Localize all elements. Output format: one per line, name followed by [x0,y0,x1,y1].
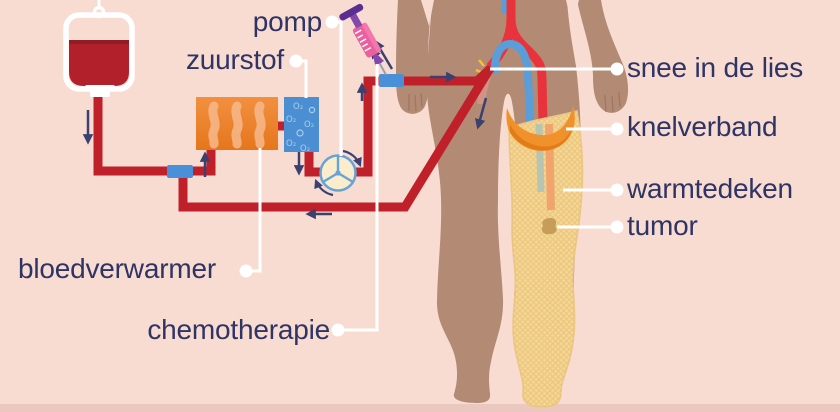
finger-lines [408,91,621,113]
pump-rotation-arrow-top [342,149,362,168]
tourniquet-shadow [510,124,572,151]
armpit-gap-right [566,0,579,26]
right-arm [577,0,629,113]
tourniquet [506,106,575,151]
label-blood-warmer: bloedverwarmer [18,253,216,284]
syringe-barrel-highlight [362,22,382,53]
pump-leader-dot [325,15,339,29]
blood-bag-icon [63,0,135,97]
bag-blood-fill [69,40,129,86]
label-pump: pomp [252,6,322,37]
o2-symbol: O₂ [300,144,310,154]
leg-vein-under-blanket [535,123,545,193]
warming-blanket-leader-dot [610,183,624,197]
heat-wave-icon [208,101,266,149]
armpit-gap-left [421,0,434,26]
tourniquet-shape [506,106,575,151]
blood-vessels [475,0,548,125]
warming-blanket [508,110,584,408]
chemotherapy-leader-dot [331,323,345,337]
oxygenator-box: O₂ O₂ O₂ O₂ O₂ [284,97,319,154]
chemotherapy-leader-line [338,64,379,332]
pump-hub [335,170,341,176]
tourniquet-leader-dot [610,122,624,136]
label-tourniquet: knelverband [627,111,778,142]
artery-branch-right [506,18,548,125]
label-oxygen: zuurstof [186,44,284,75]
syringe-scale-marks [354,29,372,52]
perfusion-circuit [93,64,495,212]
syringe-plunger-shaft [348,11,363,29]
bag-port-flange [85,85,115,91]
vein-arch [490,39,534,125]
leader-lines [239,15,624,337]
label-chemotherapy: chemotherapie [147,314,330,345]
syringe-needle [378,62,387,76]
tube-connector-left [167,165,193,178]
o2-bubble [296,129,304,137]
tube-return-from-groin [178,67,493,212]
bag-port-neck [90,91,110,97]
tumor-shape [541,217,557,235]
label-groin-incision: snee in de lies [627,52,804,83]
o2-symbol: O₂ [286,139,296,149]
syringe-plunger-flange [339,3,364,21]
pump-icon [314,149,362,197]
o2-symbol: O₂ [286,115,296,125]
flow-arrow-down-return [475,97,488,130]
blood-warmer-leader-dot [239,264,253,278]
syringe-nozzle [373,53,385,66]
syringe-icon [339,3,387,76]
bag-blood-level-line [69,40,129,44]
oxygenator-body [284,97,319,152]
o2-bubble [308,106,316,114]
warming-blanket-texture [509,111,583,407]
pump-spokes [322,156,354,184]
blood-warmer-box [196,97,278,150]
o2-symbol: O₂ [304,120,314,130]
floor-strip [0,404,840,412]
label-warming-blanket: warmtedeken [627,173,793,204]
pump-rotation-arrow-bottom [314,178,334,197]
groin-incision-leader-dot [610,62,624,76]
label-tumor: tumor [627,210,698,241]
o2-symbol: O₂ [293,102,303,112]
oxygen-leader-dot [289,54,303,68]
tumor-leader-dot [610,220,624,234]
tube-connector-injection [379,74,404,87]
tube-bag-to-warmer [93,92,216,176]
